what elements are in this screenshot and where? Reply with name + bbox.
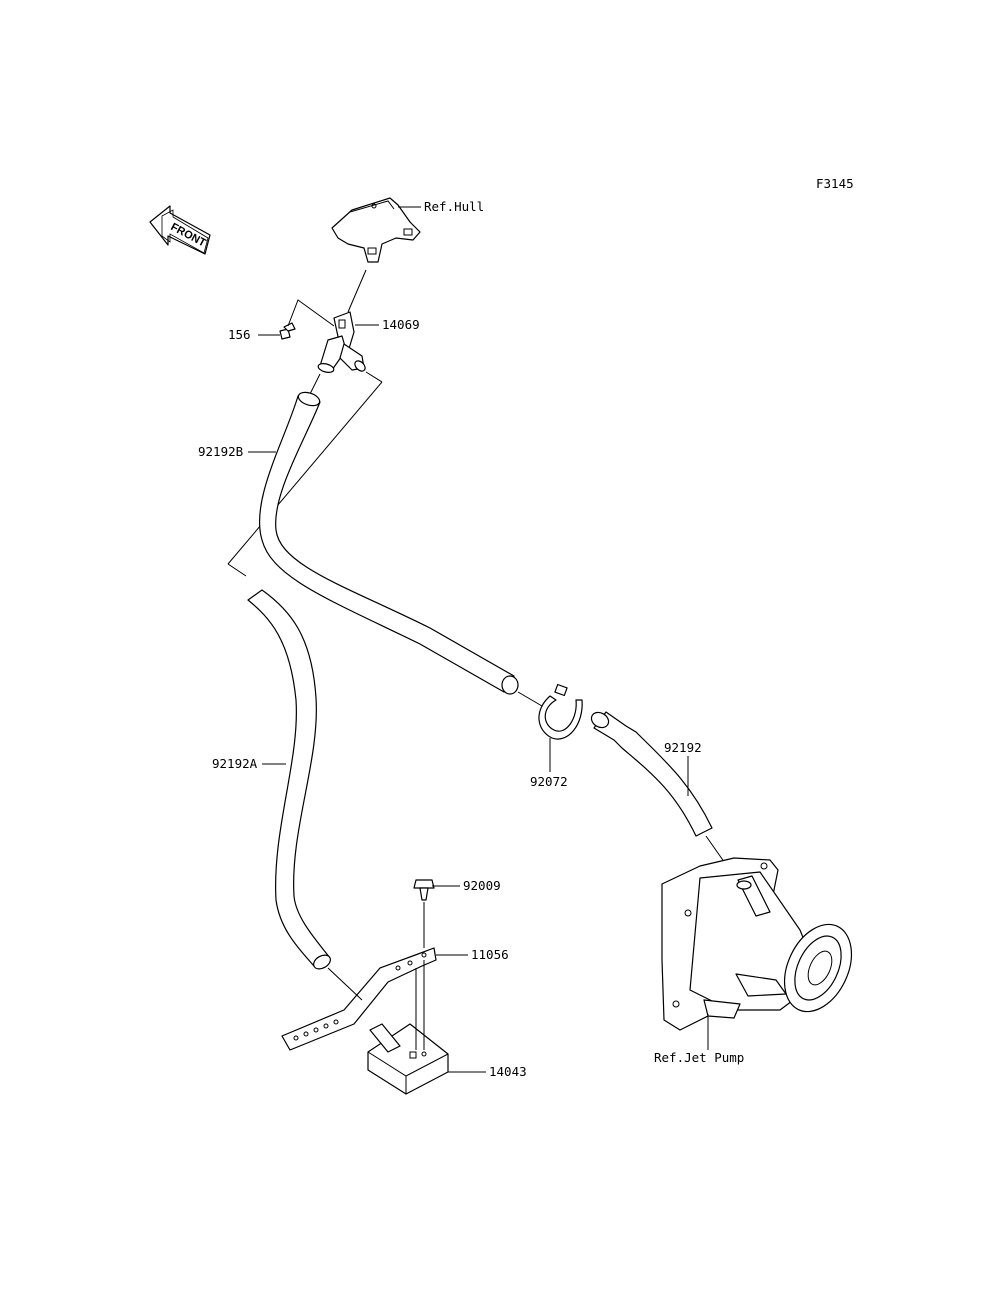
- hose-92192A: [247, 589, 331, 970]
- label-92192B: 92192B: [198, 444, 243, 459]
- figure-code: F3145: [816, 176, 854, 191]
- label-92192A: 92192A: [212, 756, 258, 771]
- ref-hull-label: Ref.Hull: [424, 199, 484, 214]
- label-14069: 14069: [382, 317, 420, 332]
- label-11056: 11056: [471, 947, 509, 962]
- hose-92192B: [258, 391, 519, 695]
- clamp-92072: [538, 683, 583, 740]
- label-92192: 92192: [664, 740, 702, 755]
- label-92072: 92072: [530, 774, 568, 789]
- bracket-11056: [281, 947, 437, 1051]
- jet-pump: [661, 857, 853, 1031]
- bolt-156: [279, 322, 296, 340]
- label-156: 156: [228, 327, 251, 342]
- hull-bracket: [331, 197, 421, 263]
- hose-92192: [590, 711, 713, 837]
- label-92009: 92009: [463, 878, 501, 893]
- fitting-14069: [317, 311, 366, 373]
- filter-14043: [367, 1023, 449, 1095]
- front-arrow-icon: FRONT: [149, 205, 211, 255]
- label-14043: 14043: [489, 1064, 527, 1079]
- ref-jet-pump-label: Ref.Jet Pump: [654, 1050, 744, 1065]
- bolt-92009: [413, 879, 435, 901]
